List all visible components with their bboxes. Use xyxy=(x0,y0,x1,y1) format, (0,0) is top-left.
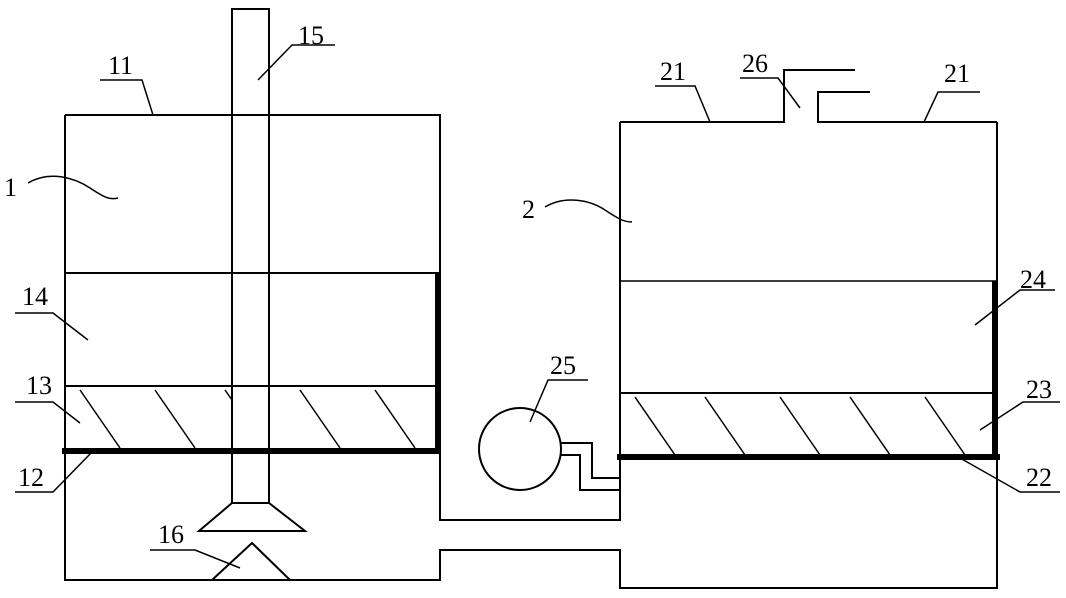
hatch-13 xyxy=(79,389,416,449)
label-12: 12 xyxy=(18,463,44,492)
label-21-left: 21 xyxy=(660,57,686,86)
right-vessel xyxy=(617,69,1000,460)
label-25: 25 xyxy=(550,351,576,380)
label-13: 13 xyxy=(26,371,52,400)
left-vessel-outline-right xyxy=(65,114,621,521)
pump-25 xyxy=(478,407,620,491)
label-16: 16 xyxy=(158,520,184,549)
nozzle-cap xyxy=(196,502,308,532)
outlet-26-right xyxy=(817,91,997,123)
hatch-23 xyxy=(634,396,966,456)
bottom-channel xyxy=(64,115,998,589)
left-vessel xyxy=(62,8,998,589)
pump-pipe-lower xyxy=(561,454,620,491)
label-26: 26 xyxy=(742,49,768,78)
label-23: 23 xyxy=(1026,375,1052,404)
deflector-16 xyxy=(211,541,291,581)
labels: 1 2 11 12 13 14 15 16 21 21 22 23 24 25 … xyxy=(4,21,1052,549)
label-15: 15 xyxy=(298,21,324,50)
label-14: 14 xyxy=(22,282,48,311)
pump-pipe-upper xyxy=(561,442,620,479)
label-21-right: 21 xyxy=(944,59,970,88)
label-2: 2 xyxy=(522,195,535,224)
tube-15 xyxy=(231,8,270,504)
pump-body xyxy=(478,407,562,491)
outlet-26-left xyxy=(620,69,855,123)
label-11: 11 xyxy=(108,51,133,80)
label-24: 24 xyxy=(1020,265,1046,294)
leader-lines xyxy=(15,44,1060,569)
label-1: 1 xyxy=(4,173,17,202)
label-22: 22 xyxy=(1026,463,1052,492)
